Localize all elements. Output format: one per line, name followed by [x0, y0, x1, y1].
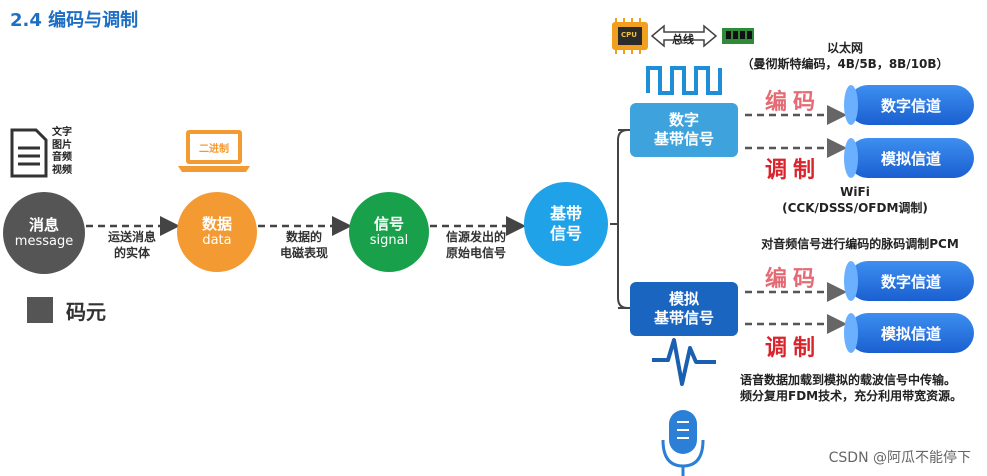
analog-box-l2: 基带信号	[653, 309, 714, 327]
legend-symbol-label: 码元	[66, 300, 106, 324]
analog-box-l1: 模拟	[668, 289, 699, 308]
op-modulate-digital: 调制	[765, 158, 822, 183]
arrow-label-1: 运送消息 的实体	[92, 230, 172, 261]
node-message-en: message	[14, 234, 74, 250]
channel-digital-1: 数字信道	[844, 85, 974, 125]
node-message: 消息 message	[3, 192, 85, 274]
doc-labels: 文字 图片 音频 视频	[52, 127, 72, 177]
cpu-label: CPU	[621, 31, 637, 39]
cpu-icon	[612, 18, 648, 54]
watermark: CSDN @阿瓜不能停下	[828, 450, 971, 466]
node-baseband: 基带 信号	[524, 182, 608, 266]
memory-icon	[722, 28, 754, 44]
node-baseband-l2: 信号	[549, 224, 582, 243]
arrow-label-1-l2: 的实体	[113, 245, 150, 260]
note-ethernet: 以太网 （曼彻斯特编码，4B/5B，8B/10B）	[740, 40, 950, 72]
channel-analog-2: 模拟信道	[844, 313, 974, 353]
node-data-cn: 数据	[201, 214, 232, 233]
laptop-icon	[178, 130, 250, 172]
legend-square	[27, 297, 53, 323]
note-ethernet-l2: （曼彻斯特编码，4B/5B，8B/10B）	[741, 57, 949, 72]
doc-label-image: 图片	[52, 139, 72, 151]
node-signal: 信号 signal	[349, 192, 429, 272]
note-wifi-l1: WiFi	[840, 185, 870, 199]
op-encode-digital: 编码	[765, 90, 822, 115]
doc-label-video: 视频	[52, 164, 72, 176]
note-wifi: WiFi (CCK/DSSS/OFDM调制)	[760, 184, 950, 216]
doc-label-audio: 音频	[52, 152, 72, 163]
digital-box-l2: 基带信号	[653, 130, 714, 148]
bus-label: 总线	[672, 33, 694, 46]
note-voice: 语音数据加载到模拟的载波信号中传输。 频分复用FDM技术，充分利用带宽资源。	[740, 372, 985, 404]
arrow-label-3-l1: 信源发出的	[445, 230, 506, 244]
arrow-label-3: 信源发出的 原始电信号	[432, 230, 520, 261]
digital-box-l1: 数字	[668, 110, 699, 129]
arrow-label-2-l2: 电磁表现	[279, 245, 328, 260]
note-voice-l1: 语音数据加载到模拟的载波信号中传输。	[740, 373, 957, 387]
digital-baseband-box: 数字 基带信号	[630, 103, 738, 157]
square-wave-icon	[646, 66, 722, 95]
node-message-cn: 消息	[28, 215, 59, 234]
analog-baseband-box: 模拟 基带信号	[630, 282, 738, 336]
channel-digital-2: 数字信道	[844, 261, 974, 301]
op-encode-analog: 编码	[765, 267, 822, 292]
channel-analog-1: 模拟信道	[844, 138, 974, 178]
note-ethernet-l1: 以太网	[826, 41, 863, 55]
laptop-label: 二进制	[199, 144, 229, 155]
node-baseband-l1: 基带	[549, 204, 582, 223]
analog-wave-icon	[652, 338, 716, 386]
arrow-label-1-l1: 运送消息	[107, 230, 156, 244]
arrow-label-2: 数据的 电磁表现	[262, 230, 346, 261]
node-data: 数据 data	[177, 192, 257, 272]
microphone-icon	[661, 410, 705, 476]
node-data-en: data	[202, 233, 232, 249]
op-modulate-analog: 调制	[765, 336, 822, 361]
arrow-label-2-l1: 数据的	[285, 230, 322, 244]
note-pcm: 对音频信号进行编码的脉码调制PCM	[761, 237, 959, 251]
page-title: 2.4 编码与调制	[10, 10, 139, 31]
node-signal-cn: 信号	[373, 214, 404, 233]
node-signal-en: signal	[369, 233, 409, 249]
doc-label-text: 文字	[52, 127, 72, 138]
document-icon	[10, 128, 48, 178]
note-wifi-l2: (CCK/DSSS/OFDM调制)	[782, 201, 928, 216]
arrow-label-3-l2: 原始电信号	[445, 245, 506, 260]
note-voice-l2: 频分复用FDM技术，充分利用带宽资源。	[740, 389, 963, 404]
